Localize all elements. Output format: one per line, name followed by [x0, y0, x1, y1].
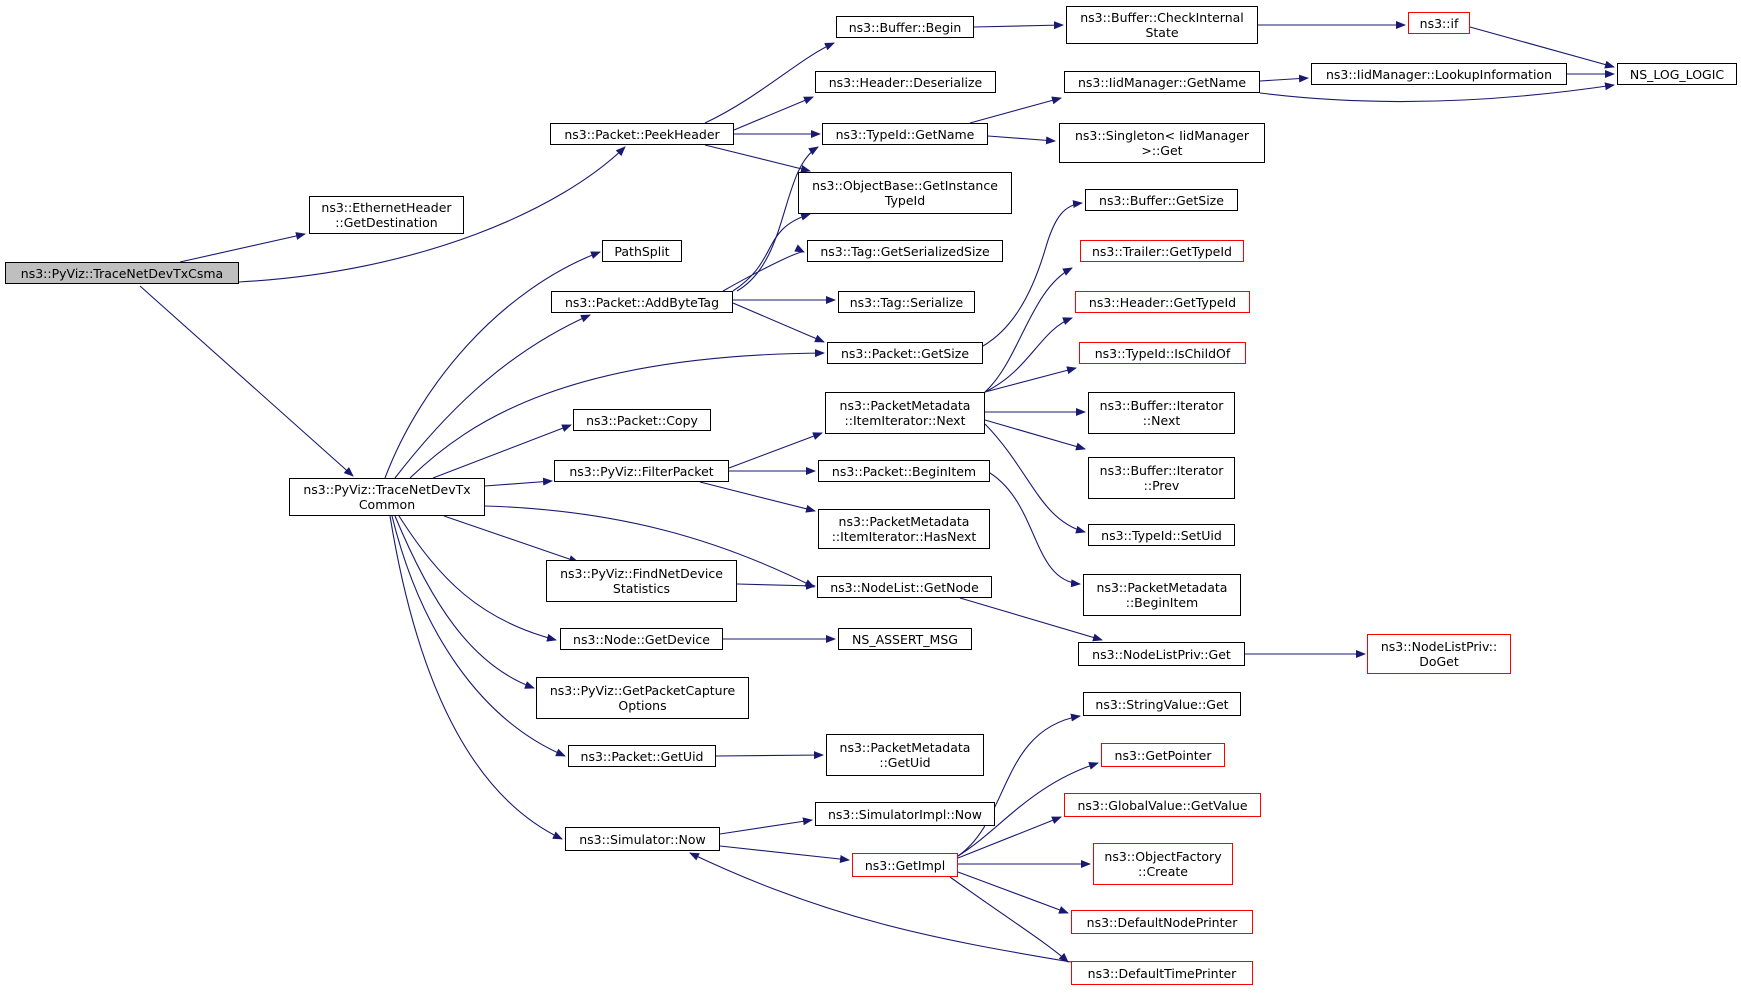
- call-edge-35: [736, 581, 816, 590]
- node-ns3-if[interactable]: ns3::if: [1408, 12, 1470, 34]
- node-tag-serialize[interactable]: ns3::Tag::Serialize: [838, 291, 975, 313]
- call-edge-45: [984, 469, 1081, 588]
- node-buffer-iterator-prev[interactable]: ns3::Buffer::Iterator ::Prev: [1088, 457, 1235, 499]
- call-edge-21: [443, 515, 579, 563]
- node-pyviz-filter-packet[interactable]: ns3::PyViz::FilterPacket: [554, 460, 729, 482]
- call-edge-46: [715, 751, 824, 760]
- node-typeid-is-child-of[interactable]: ns3::TypeId::IsChildOf: [1079, 342, 1246, 364]
- node-iid-manager-get-name[interactable]: ns3::IidManager::GetName: [1064, 71, 1260, 93]
- node-packet-get-uid[interactable]: ns3::Packet::GetUid: [568, 745, 716, 767]
- call-edge-53: [957, 871, 1069, 914]
- node-item-iterator-has-next[interactable]: ns3::PacketMetadata ::ItemIterator::HasN…: [818, 509, 990, 549]
- node-packet-metadata-begin-item[interactable]: ns3::PacketMetadata ::BeginItem: [1083, 574, 1241, 616]
- node-buffer-begin[interactable]: ns3::Buffer::Begin: [836, 16, 974, 38]
- call-edge-28: [722, 244, 805, 292]
- node-header-deserialize[interactable]: ns3::Header::Deserialize: [815, 71, 996, 93]
- node-packet-get-size[interactable]: ns3::Packet::GetSize: [827, 342, 983, 364]
- call-edge-12: [1259, 82, 1615, 103]
- call-edge-2: [139, 285, 354, 477]
- node-ns-assert-msg[interactable]: NS_ASSERT_MSG: [838, 628, 972, 650]
- node-packet-copy[interactable]: ns3::Packet::Copy: [573, 409, 711, 431]
- node-get-pointer[interactable]: ns3::GetPointer: [1101, 743, 1225, 767]
- call-edge-44: [984, 423, 1086, 534]
- call-edge-17: [409, 349, 825, 479]
- node-packet-begin-item[interactable]: ns3::Packet::BeginItem: [818, 460, 990, 482]
- node-item-iterator-next[interactable]: ns3::PacketMetadata ::ItemIterator::Next: [825, 392, 985, 434]
- call-edge-20: [484, 505, 815, 588]
- call-edge-41: [984, 366, 1077, 393]
- node-get-destination[interactable]: ns3::EthernetHeader ::GetDestination: [309, 196, 464, 234]
- node-packet-metadata-get-uid[interactable]: ns3::PacketMetadata ::GetUid: [826, 734, 984, 776]
- node-simulator-impl-now[interactable]: ns3::SimulatorImpl::Now: [815, 802, 995, 826]
- call-edge-54: [949, 876, 1069, 963]
- call-edge-16: [394, 314, 591, 479]
- call-edge-9: [1469, 26, 1615, 69]
- call-edge-23: [394, 515, 535, 689]
- call-edge-39: [984, 267, 1073, 393]
- node-default-time-printer[interactable]: ns3::DefaultTimePrinter: [1071, 961, 1253, 985]
- node-node-list-priv-do-get[interactable]: ns3::NodeListPriv:: DoGet: [1367, 634, 1511, 674]
- call-edge-7: [973, 21, 1064, 30]
- node-header-get-typeid[interactable]: ns3::Header::GetTypeId: [1075, 291, 1250, 313]
- call-edge-47: [719, 817, 813, 835]
- node-buffer-get-size[interactable]: ns3::Buffer::GetSize: [1085, 189, 1238, 211]
- node-typeid-get-name[interactable]: ns3::TypeId::GetName: [822, 123, 988, 145]
- node-trailer-get-typeid[interactable]: ns3::Trailer::GetTypeId: [1080, 240, 1244, 262]
- node-node-get-device[interactable]: ns3::Node::GetDevice: [560, 628, 723, 650]
- node-string-value-get[interactable]: ns3::StringValue::Get: [1083, 692, 1241, 716]
- call-edge-3: [704, 42, 835, 124]
- call-edge-24: [391, 515, 566, 757]
- call-edge-48: [719, 845, 850, 864]
- node-trace-netdev-tx-common[interactable]: ns3::PyViz::TraceNetDevTx Common: [289, 478, 485, 516]
- call-edge-10: [1259, 74, 1309, 83]
- call-edge-26: [732, 302, 825, 343]
- call-edge-1: [238, 146, 626, 283]
- call-edge-13: [969, 96, 1062, 124]
- node-get-packet-capture-options[interactable]: ns3::PyViz::GetPacketCapture Options: [536, 677, 749, 719]
- call-edge-32: [728, 432, 823, 469]
- call-edge-37: [959, 597, 1103, 642]
- call-edge-50: [957, 761, 1099, 857]
- call-edge-0: [179, 232, 306, 263]
- node-peek-header[interactable]: ns3::Packet::PeekHeader: [550, 123, 734, 145]
- node-singleton-get[interactable]: ns3::Singleton< IidManager >::Get: [1059, 123, 1265, 163]
- call-edge-4: [733, 96, 814, 131]
- call-edge-19: [484, 477, 553, 487]
- call-edge-43: [984, 419, 1086, 451]
- call-edge-18: [432, 424, 572, 479]
- node-get-impl[interactable]: ns3::GetImpl: [852, 853, 958, 877]
- node-simulator-now[interactable]: ns3::Simulator::Now: [565, 827, 720, 851]
- call-edge-15: [384, 251, 601, 479]
- call-edge-40: [984, 317, 1073, 393]
- node-iid-manager-lookup-information[interactable]: ns3::IidManager::LookupInformation: [1311, 63, 1567, 85]
- node-buffer-check-internal-state[interactable]: ns3::Buffer::CheckInternal State: [1066, 6, 1258, 44]
- call-edge-34: [699, 481, 816, 513]
- node-packet-add-byte-tag[interactable]: ns3::Packet::AddByteTag: [551, 291, 733, 313]
- node-global-value-get-value[interactable]: ns3::GlobalValue::GetValue: [1064, 793, 1261, 817]
- node-get-instance-typeid[interactable]: ns3::ObjectBase::GetInstance TypeId: [798, 172, 1012, 214]
- node-root: ns3::PyViz::TraceNetDevTxCsma: [5, 262, 239, 284]
- call-edge-6: [704, 144, 811, 173]
- node-node-list-get-node[interactable]: ns3::NodeList::GetNode: [817, 576, 992, 598]
- node-tag-get-serialized-size[interactable]: ns3::Tag::GetSerializedSize: [807, 240, 1003, 262]
- call-edge-55: [689, 852, 1072, 963]
- node-ns-log-logic[interactable]: NS_LOG_LOGIC: [1617, 63, 1737, 85]
- node-buffer-iterator-next[interactable]: ns3::Buffer::Iterator ::Next: [1088, 392, 1235, 434]
- node-node-list-priv-get[interactable]: ns3::NodeListPriv::Get: [1078, 642, 1245, 666]
- call-edge-14: [987, 135, 1056, 145]
- node-object-factory-create[interactable]: ns3::ObjectFactory ::Create: [1093, 843, 1233, 885]
- call-edge-51: [957, 816, 1062, 859]
- node-find-net-device-statistics[interactable]: ns3::PyViz::FindNetDevice Statistics: [546, 560, 737, 602]
- call-edge-25: [389, 515, 563, 840]
- node-default-node-printer[interactable]: ns3::DefaultNodePrinter: [1071, 910, 1253, 934]
- call-edge-49: [957, 713, 1081, 857]
- call-edge-22: [398, 515, 557, 642]
- node-typeid-set-uid[interactable]: ns3::TypeId::SetUid: [1088, 524, 1235, 546]
- call-edge-30: [736, 146, 819, 292]
- call-edge-31: [982, 200, 1083, 347]
- call-edge-29: [732, 212, 811, 292]
- node-path-split[interactable]: PathSplit: [602, 240, 682, 262]
